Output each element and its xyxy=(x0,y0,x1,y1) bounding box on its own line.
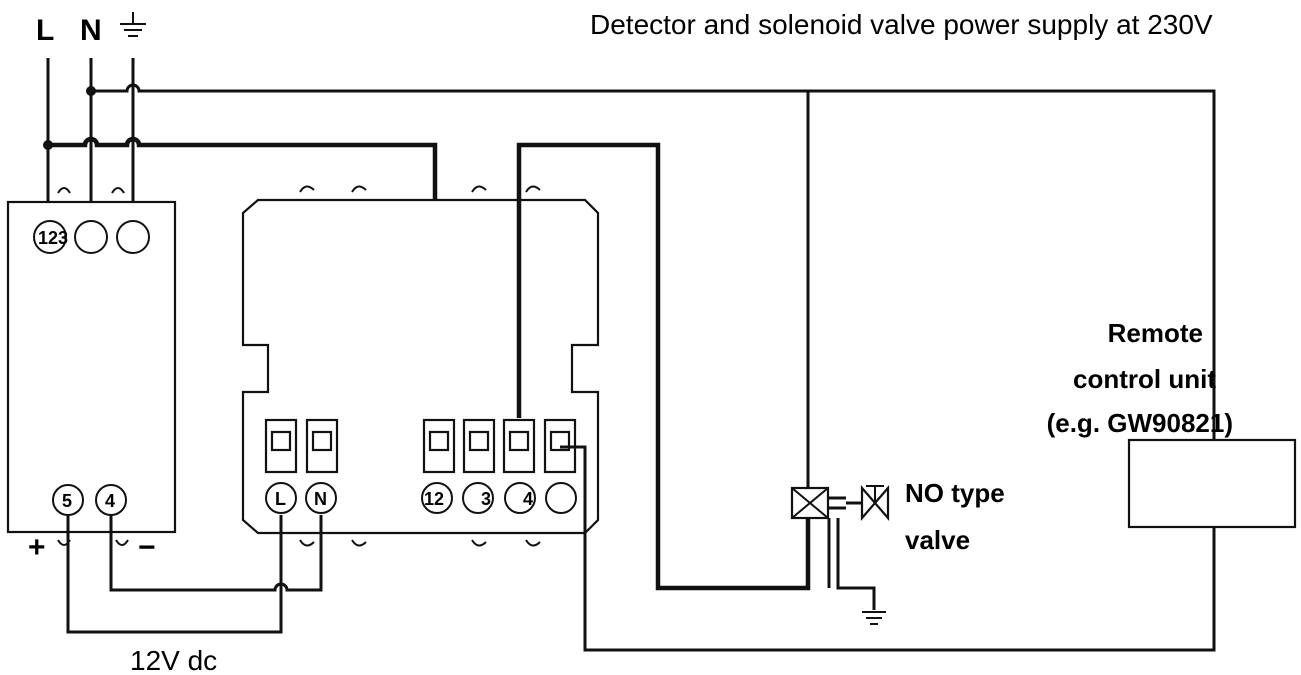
live-label: L xyxy=(36,14,54,47)
remote-label-line3: (e.g. GW90821) xyxy=(1047,408,1233,438)
relay-terminal-1 xyxy=(421,482,453,514)
relay-terminal-5 xyxy=(545,482,577,514)
remote-label-line2: control unit xyxy=(1073,364,1216,394)
detector-terminal-l xyxy=(265,482,297,514)
valve-label-line2: valve xyxy=(905,525,970,555)
detector-terminal-n xyxy=(305,482,337,514)
supply-terminal-3 xyxy=(116,220,150,254)
valve-label-line1: NO type xyxy=(905,478,1005,508)
supply-wiring xyxy=(43,58,1216,440)
remote-label-line1: Remote xyxy=(1108,318,1203,348)
relay-terminals-1-2-label: 12 xyxy=(424,489,444,509)
supply-terminal-1 xyxy=(33,220,67,254)
supply-terminal-4-label: 4 xyxy=(105,491,115,511)
negative-sign: − xyxy=(138,531,156,564)
supply-terminal-5-label: 5 xyxy=(62,491,72,511)
relay-terminal-2-3 xyxy=(462,482,494,514)
detector-terminal-l-label: L xyxy=(275,489,286,509)
earth-icon xyxy=(120,12,146,37)
solenoid-valve-icon xyxy=(790,485,890,610)
supply-terminal-numbers: 123 xyxy=(38,228,68,248)
dc-wiring xyxy=(66,515,323,634)
relay-terminal-4 xyxy=(504,482,536,514)
power-supply-module: 123 5 4 + − xyxy=(6,187,177,564)
diagram-title: Detector and solenoid valve power supply… xyxy=(590,9,1213,40)
detector-terminal-n-label: N xyxy=(314,489,327,509)
valve-earth-icon xyxy=(862,611,886,625)
positive-sign: + xyxy=(28,531,46,564)
dc-voltage-label: 12V dc xyxy=(130,645,217,675)
relay-wiring xyxy=(516,91,1216,652)
relay-terminal-3-label: 3 xyxy=(481,489,491,509)
neutral-label: N xyxy=(80,14,102,47)
remote-control-unit xyxy=(1127,438,1297,529)
gas-detector: L N 12 3 4 xyxy=(241,185,600,547)
supply-terminal-2 xyxy=(74,220,108,254)
relay-terminal-4-label: 4 xyxy=(523,489,533,509)
